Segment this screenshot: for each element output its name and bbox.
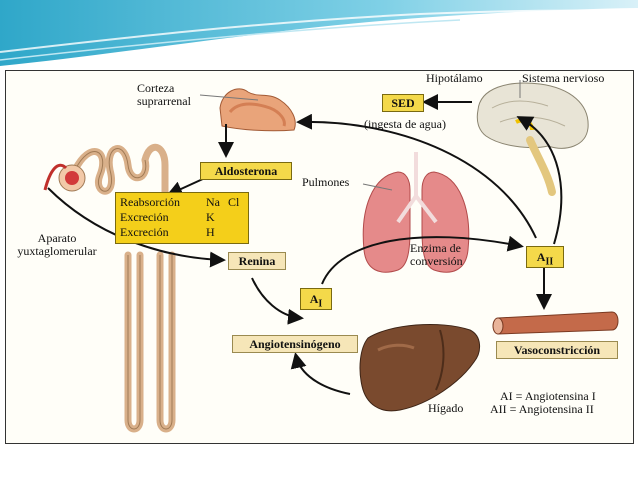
brainstem — [526, 136, 556, 196]
legend: AI = Angiotensina I AII = Angiotensina I… — [490, 390, 596, 416]
box-angiotensin-1: AI — [300, 288, 332, 310]
effect-row-1-ion2: Cl — [228, 195, 240, 209]
effect-row-1-label: Reabsorción — [120, 195, 180, 209]
a2-main: A — [536, 250, 546, 264]
afferent-arteriole — [43, 163, 68, 191]
box-aldosterona: Aldosterona — [200, 162, 292, 180]
a1-sub: I — [318, 298, 323, 310]
label-pulmones: Pulmones — [302, 175, 350, 189]
legend-line-2: AII = Angiotensina II — [490, 402, 594, 416]
header-wave-decoration — [0, 0, 638, 66]
a1-main: A — [309, 292, 319, 306]
box-renina: Renina — [228, 252, 286, 270]
label-sistema-nervioso: Sistema nervioso — [522, 71, 605, 85]
box-sed: SED — [382, 94, 424, 112]
box-angiotensin-2: AII — [526, 246, 564, 268]
effect-row-3-ion: H — [206, 225, 215, 239]
lungs-illustration — [362, 152, 470, 273]
label-aparato-yuxtaglomerular: Aparato yuxtaglomerular — [17, 231, 97, 258]
a2-sub: II — [545, 256, 554, 268]
blood-vessel-illustration — [497, 311, 619, 335]
effect-row-2-ion: K — [206, 210, 215, 224]
adrenal-gland-illustration — [219, 88, 296, 132]
effect-row-1-ion: Na — [206, 195, 220, 209]
box-angiotensinogeno: Angiotensinógeno — [232, 335, 358, 353]
box-vasoconstriccion: Vasoconstricción — [496, 341, 618, 359]
effect-row-3-label: Excreción — [120, 225, 169, 239]
brain-illustration — [476, 82, 589, 149]
aldosterone-effects-panel: Reabsorción Na Cl Excreción K Excreción … — [115, 192, 249, 244]
label-hipotalamo: Hipotálamo — [426, 71, 483, 85]
nephron-illustration — [71, 144, 176, 433]
label-enzima-conversion: Enzima de conversión — [410, 241, 463, 268]
label-ingesta-agua: (ingesta de agua) — [364, 117, 446, 131]
nephron-outline — [74, 148, 173, 430]
label-higado: Hígado — [428, 401, 464, 415]
liver-illustration — [359, 323, 480, 412]
legend-line-1: AI = Angiotensina I — [500, 389, 596, 403]
effect-row-2-label: Excreción — [120, 210, 169, 224]
label-corteza-suprarrenal: Corteza suprarrenal — [137, 81, 191, 108]
